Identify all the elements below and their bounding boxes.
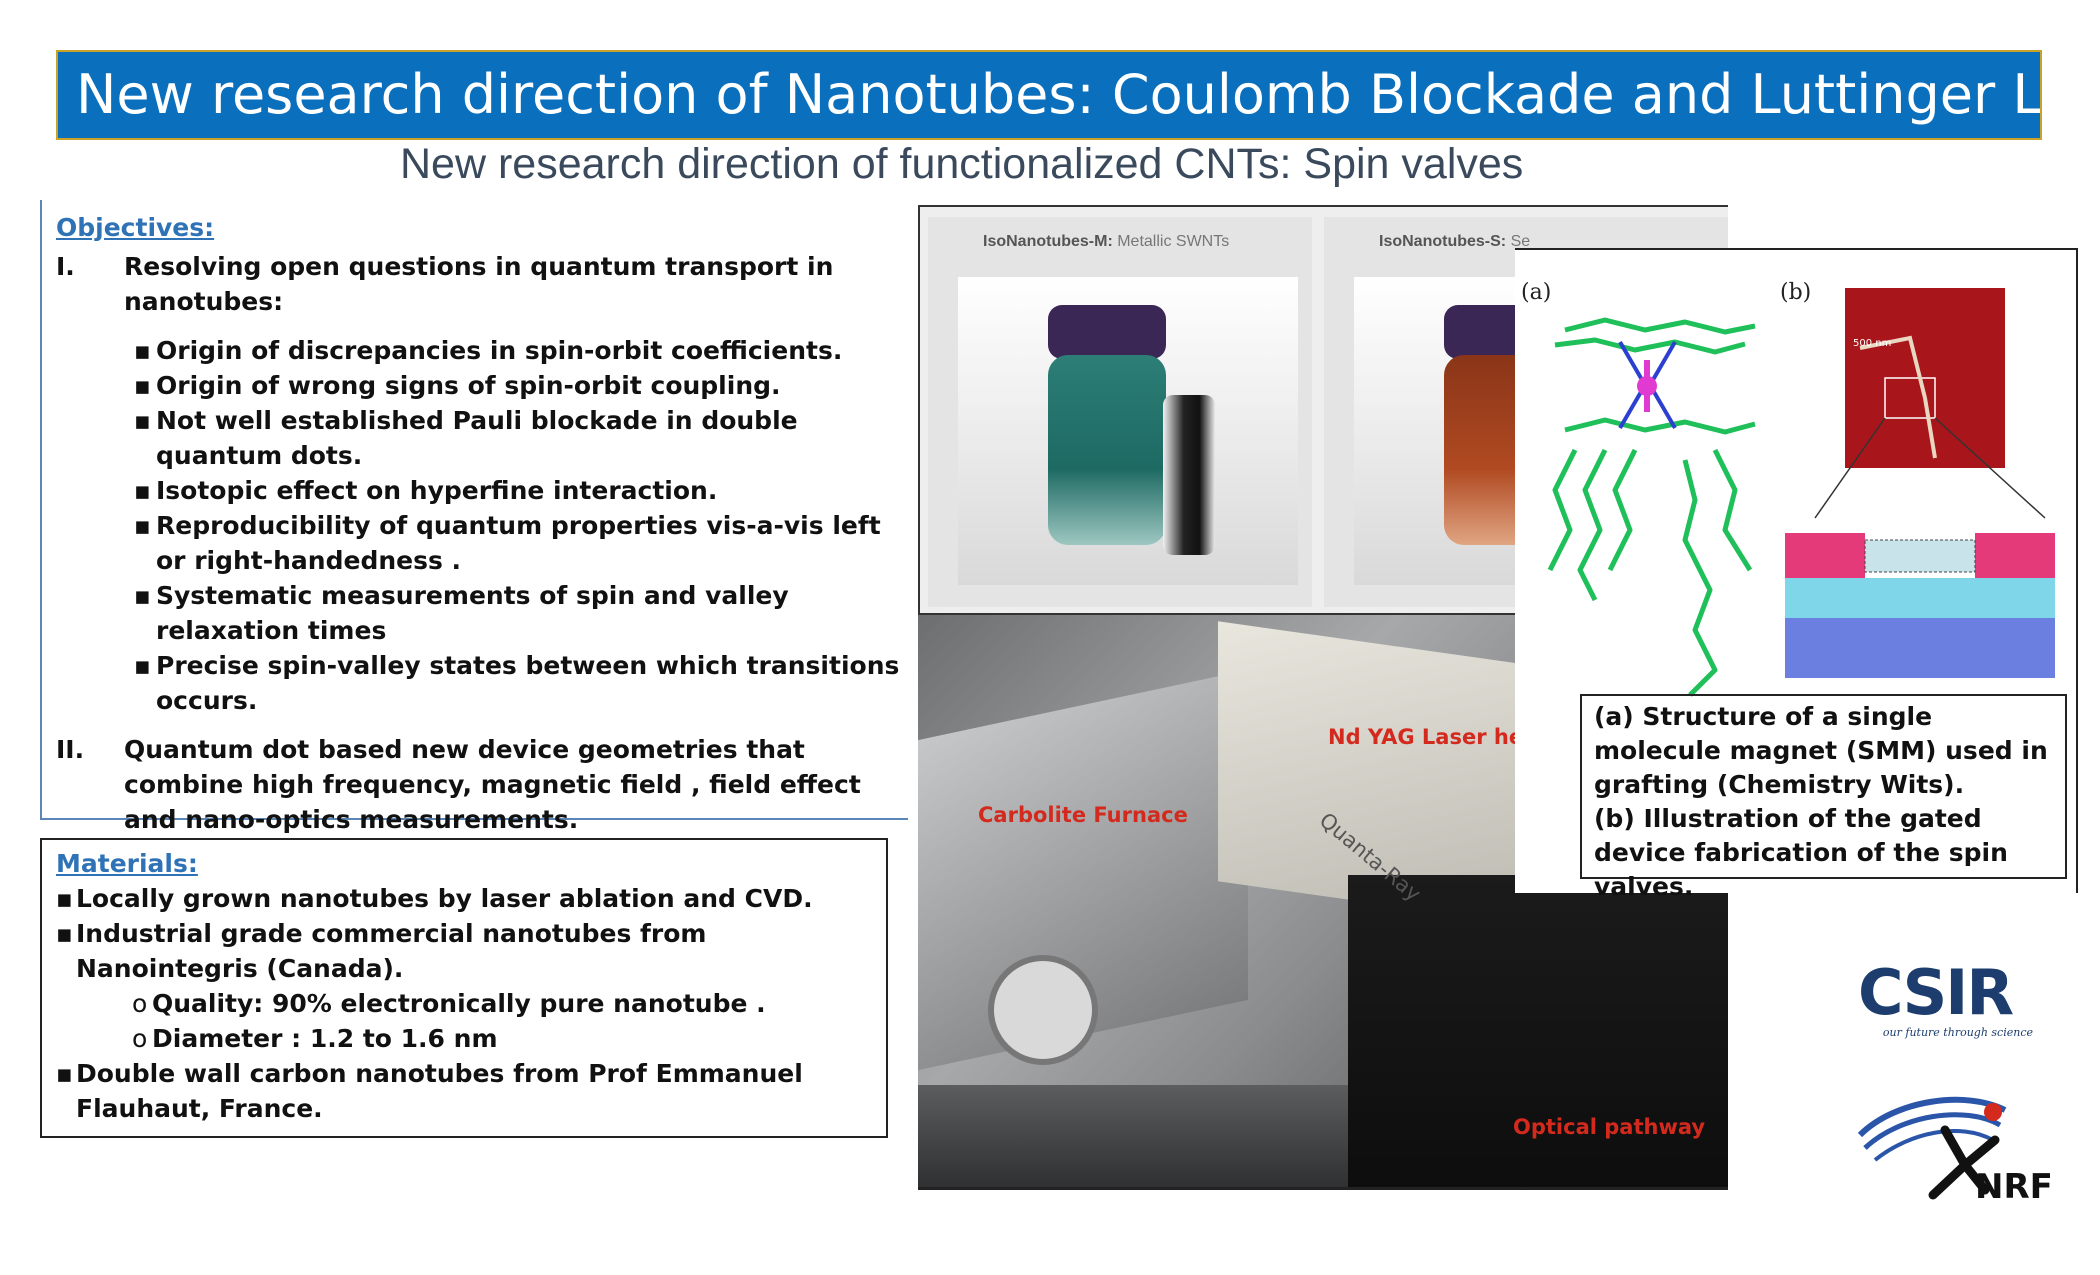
caption-part-b: (b) Illustration of the gated device fab… <box>1594 804 2008 901</box>
list-item: Origin of wrong signs of spin-orbit coup… <box>134 368 908 403</box>
list-item: Systematic measurements of spin and vall… <box>134 578 908 648</box>
caption-part-a: (a) Structure of a single molecule magne… <box>1594 702 2048 799</box>
objective-item-2: II. Quantum dot based new device geometr… <box>56 732 908 837</box>
nrf-logo: NRF <box>1855 1080 2065 1207</box>
figure-label-b: (b) <box>1780 280 1812 305</box>
metallic-swnt-label: IsoNanotubes-M: Metallic SWNTs <box>983 233 1230 250</box>
list-item: Diameter : 1.2 to 1.6 nm <box>56 1021 886 1056</box>
list-item: Isotopic effect on hyperfine interaction… <box>134 473 908 508</box>
laser-head-label: Nd YAG Laser hea <box>1328 725 1538 749</box>
smm-figure-caption: (a) Structure of a single molecule magne… <box>1580 694 2067 901</box>
metallic-vial-image <box>958 277 1298 585</box>
list-item: Not well established Pauli blockade in d… <box>134 403 908 473</box>
spin-valve-device-illustration: 500 nm <box>1785 288 2055 678</box>
list-item: Double wall carbon nanotubes from Prof E… <box>56 1056 886 1126</box>
list-item: Precise spin-valley states between which… <box>134 648 908 718</box>
materials-list: Locally grown nanotubes by laser ablatio… <box>56 881 886 1126</box>
list-item: Quality: 90% electronically pure nanotub… <box>56 986 886 1021</box>
objectives-section: Objectives: I. Resolving open questions … <box>40 200 908 834</box>
list-item: Reproducibility of quantum properties vi… <box>134 508 908 578</box>
csir-logo: CSIR our future through science <box>1858 956 2033 1040</box>
objective-numeral-2: II. <box>56 735 85 764</box>
objectives-heading: Objectives: <box>56 213 215 242</box>
svg-text:NRF: NRF <box>1975 1167 2053 1200</box>
list-item: Origin of discrepancies in spin-orbit co… <box>134 333 908 368</box>
figure-label-a: (a) <box>1521 280 1552 305</box>
list-item: Industrial grade commercial nanotubes fr… <box>56 916 886 986</box>
scale-bar-label: 500 nm <box>1853 338 1891 349</box>
furnace-label: Carbolite Furnace <box>978 803 1188 827</box>
slide-title: New research direction of Nanotubes: Cou… <box>56 50 2042 140</box>
metallic-swnt-card: IsoNanotubes-M: Metallic SWNTs <box>928 217 1312 607</box>
objective-text-2: Quantum dot based new device geometries … <box>124 735 861 834</box>
objective-points-list: Origin of discrepancies in spin-orbit co… <box>134 333 908 718</box>
objective-item-1: I. Resolving open questions in quantum t… <box>56 249 908 319</box>
smm-figure-panel: (a) (b) 500 nm (a) Str <box>1515 248 2078 901</box>
list-item: Locally grown nanotubes by laser ablatio… <box>56 881 886 916</box>
objective-numeral-1: I. <box>56 252 75 281</box>
materials-heading: Materials: <box>56 849 198 878</box>
materials-section: Materials: Locally grown nanotubes by la… <box>40 838 888 1138</box>
optical-pathway-label: Optical pathway <box>1513 1115 1706 1139</box>
smm-molecule-structure <box>1547 317 1756 697</box>
objective-text-1: Resolving open questions in quantum tran… <box>124 252 834 316</box>
semiconducting-swnt-label: IsoNanotubes-S: Se <box>1379 233 1531 250</box>
slide-subtitle: New research direction of functionalized… <box>400 140 1524 188</box>
